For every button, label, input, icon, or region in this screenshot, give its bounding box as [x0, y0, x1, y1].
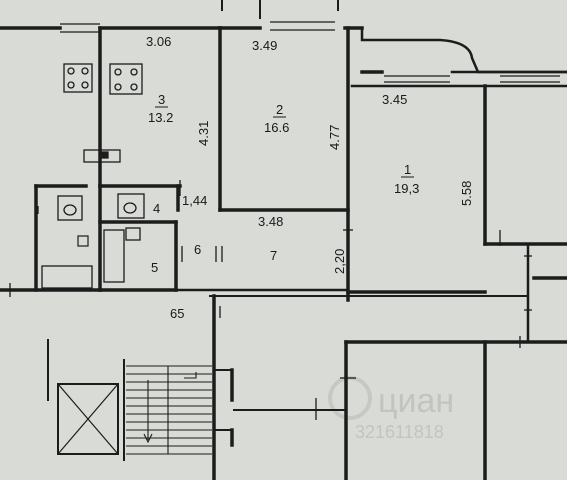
room-number-6: 6	[194, 242, 201, 257]
room-label-1: 1 19,3	[394, 162, 419, 196]
dim-hall-depth: 2,20	[332, 249, 347, 274]
basin-icon	[77, 235, 89, 247]
toilet-icon	[57, 195, 83, 221]
dim-corridor-height: 65	[170, 306, 184, 321]
bathtub-icon	[41, 227, 141, 289]
staircase	[126, 365, 212, 455]
room-area: 13.2	[148, 110, 173, 125]
watermark-brand: циан	[378, 382, 454, 420]
dim-kitchen-width: 3.06	[146, 34, 171, 49]
sink-icon	[83, 149, 121, 163]
dim-room1-width: 3.45	[382, 92, 407, 107]
watermark-code: 321611818	[355, 422, 444, 442]
watermark: циан 321611818	[328, 376, 454, 442]
stair-arrow-icon	[143, 372, 197, 444]
room-number: 2	[276, 102, 283, 117]
room-area: 19,3	[394, 181, 419, 196]
dim-hall-width: 3.48	[258, 214, 283, 229]
windows	[60, 21, 560, 83]
dim-bath-width: 1,44	[182, 193, 207, 208]
dim-room1-depth: 5.58	[459, 181, 474, 206]
room-label-3: 3 13.2	[148, 92, 173, 125]
room-number-7: 7	[270, 248, 277, 263]
room-number: 3	[158, 92, 165, 107]
dim-room2-depth: 4.77	[327, 125, 342, 150]
room-area: 16.6	[264, 120, 289, 135]
stove-icon	[109, 63, 143, 95]
dim-kitchen-depth: 4.31	[196, 121, 211, 146]
toilet-icon	[117, 193, 145, 219]
elevator-shaft	[57, 383, 119, 455]
room-number-4: 4	[153, 201, 160, 216]
room-label-2: 2 16.6	[264, 102, 289, 135]
room-number-5: 5	[151, 260, 158, 275]
dim-room2-width: 3.49	[252, 38, 277, 53]
stove-icon	[63, 63, 93, 93]
room-number: 1	[404, 162, 411, 177]
door-marks	[9, 180, 532, 420]
